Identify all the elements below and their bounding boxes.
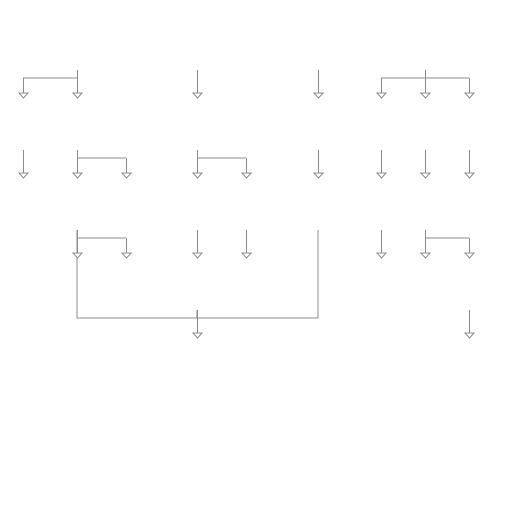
down-arrow-icon — [120, 238, 133, 259]
down-arrow-icon — [240, 158, 253, 179]
down-arrow-icon — [419, 150, 432, 179]
down-arrow-icon — [191, 150, 204, 179]
down-arrow-icon — [419, 230, 432, 259]
down-arrow-icon — [191, 230, 204, 259]
down-arrow-icon — [375, 150, 388, 179]
down-arrow-icon — [120, 158, 133, 179]
down-arrow-icon — [191, 310, 204, 339]
down-arrow-icon — [240, 230, 253, 259]
down-arrow-icon — [463, 310, 476, 339]
down-arrow-icon — [375, 78, 388, 99]
down-arrow-icon — [375, 230, 388, 259]
down-arrow-icon — [463, 150, 476, 179]
down-arrow-icon — [71, 70, 84, 99]
down-arrow-icon — [463, 78, 476, 99]
down-arrow-icon — [17, 150, 30, 179]
down-arrow-icon — [191, 70, 204, 99]
down-arrow-icon — [463, 238, 476, 259]
down-arrow-icon — [312, 70, 325, 99]
connectors-layer — [23, 77, 469, 319]
down-arrow-icon — [71, 150, 84, 179]
down-arrow-icon — [312, 150, 325, 179]
down-arrow-icon — [71, 230, 84, 259]
arrows-layer — [17, 70, 476, 339]
down-arrow-icon — [17, 78, 30, 99]
down-arrow-icon — [419, 70, 432, 99]
